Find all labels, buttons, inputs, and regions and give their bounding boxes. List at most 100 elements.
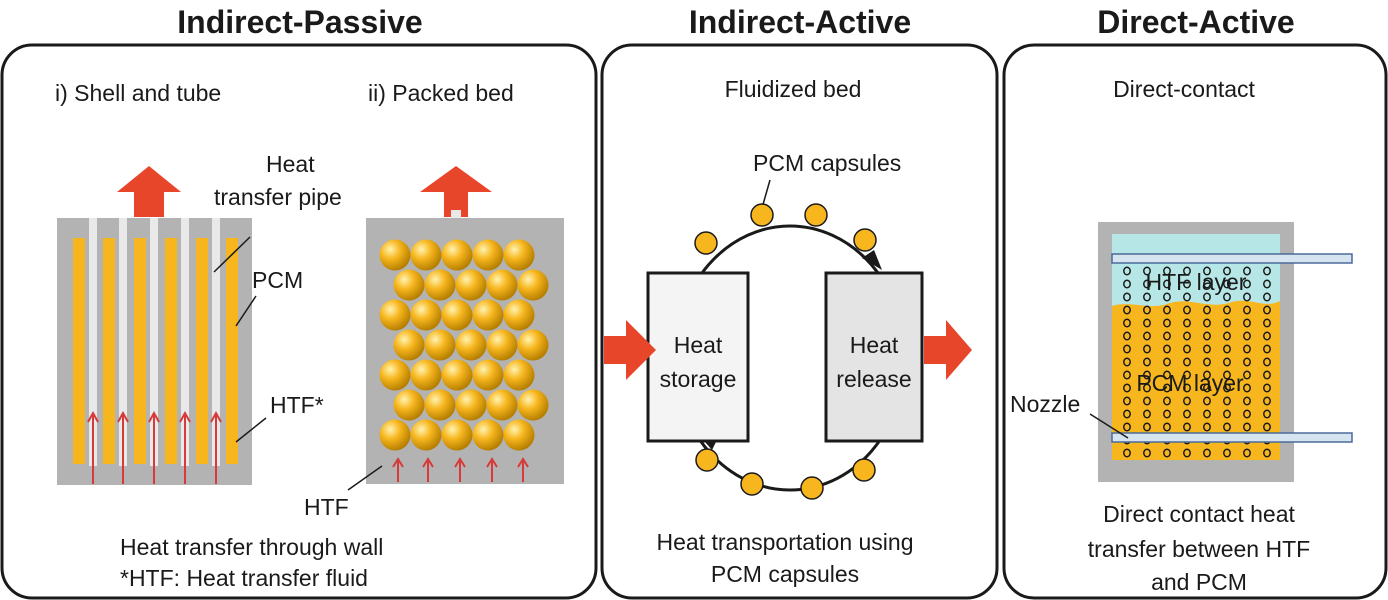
htf-droplet xyxy=(1263,292,1271,302)
pcm-sphere xyxy=(424,389,456,421)
htf-droplet xyxy=(1163,396,1171,406)
htf-droplet xyxy=(1183,357,1191,367)
label-transfer-pipe: transfer pipe xyxy=(214,184,342,210)
htf-droplet xyxy=(1243,396,1251,406)
label-pcm: PCM xyxy=(252,267,303,293)
htf-droplet xyxy=(1223,292,1231,302)
htf-droplet xyxy=(1163,279,1171,289)
htf-droplet xyxy=(1123,396,1131,406)
htf-droplet xyxy=(1123,292,1131,302)
label-htf-star: HTF* xyxy=(270,392,324,418)
pcm-sphere xyxy=(379,359,411,391)
label-htf: HTF xyxy=(304,494,349,520)
htf-droplet xyxy=(1123,422,1131,432)
heat-out-arrow-icon xyxy=(924,320,972,380)
htf-droplet xyxy=(1263,396,1271,406)
pcm-sphere xyxy=(472,299,504,331)
pcm-sphere xyxy=(486,269,518,301)
htf-droplet xyxy=(1203,357,1211,367)
htf-droplet xyxy=(1123,318,1131,328)
htf-droplet xyxy=(1203,279,1211,289)
direct-contact-vessel xyxy=(1089,222,1353,482)
subtitle-shell-and-tube: i) Shell and tube xyxy=(55,80,221,106)
htf-droplet xyxy=(1263,305,1271,315)
htf-droplet xyxy=(1263,266,1271,276)
label-heat-storage-1: Heat xyxy=(674,332,723,358)
pcm-sphere xyxy=(441,359,473,391)
htf-droplet xyxy=(1263,370,1271,380)
htf-droplet xyxy=(1223,422,1231,432)
pcm-sphere xyxy=(424,269,456,301)
htf-droplet xyxy=(1123,279,1131,289)
htf-droplet xyxy=(1263,279,1271,289)
htf-droplet xyxy=(1223,370,1231,380)
pcm-sphere xyxy=(517,389,549,421)
pcm-sphere xyxy=(455,269,487,301)
htf-droplet xyxy=(1243,266,1251,276)
heat-in-arrow-icon xyxy=(604,320,656,380)
htf-droplet xyxy=(1123,266,1131,276)
htf-droplet xyxy=(1123,448,1131,458)
htf-droplet xyxy=(1123,344,1131,354)
htf-droplet xyxy=(1183,396,1191,406)
title-indirect-passive: Indirect-Passive xyxy=(177,4,422,40)
pcm-bars xyxy=(73,238,238,464)
htf-droplet xyxy=(1143,279,1151,289)
caption-direct-contact-2: transfer between HTF xyxy=(1088,536,1310,562)
htf-droplet xyxy=(1203,396,1211,406)
htf-droplet xyxy=(1223,318,1231,328)
panel-indirect-active xyxy=(600,43,999,600)
htf-droplet xyxy=(1203,331,1211,341)
pcm-sphere xyxy=(517,329,549,361)
panel-direct-active xyxy=(1002,43,1388,600)
htf-droplet xyxy=(1143,448,1151,458)
pcm-sphere xyxy=(455,389,487,421)
htf-droplet xyxy=(1123,305,1131,315)
htf-droplet xyxy=(1163,266,1171,276)
htf-droplet xyxy=(1143,318,1151,328)
htf-droplet xyxy=(1123,370,1131,380)
htf-droplet xyxy=(1223,344,1231,354)
htf-droplet xyxy=(1243,409,1251,419)
htf-droplet xyxy=(1183,331,1191,341)
htf-droplet xyxy=(1263,318,1271,328)
label-pcm-capsules: PCM capsules xyxy=(753,150,901,176)
pcm-sphere xyxy=(410,239,442,271)
pcm-sphere xyxy=(441,419,473,451)
pcm-sphere xyxy=(410,359,442,391)
htf-droplet xyxy=(1243,422,1251,432)
htf-droplet xyxy=(1223,279,1231,289)
pcm-sphere xyxy=(393,389,425,421)
label-heat: Heat xyxy=(266,151,315,177)
htf-droplet xyxy=(1243,318,1251,328)
heat-storage-box xyxy=(646,271,750,443)
htf-droplet xyxy=(1163,331,1171,341)
htf-droplet xyxy=(1263,331,1271,341)
top-pipe xyxy=(1111,253,1353,264)
htf-droplet xyxy=(1223,357,1231,367)
pcm-sphere xyxy=(393,329,425,361)
pcm-sphere xyxy=(441,299,473,331)
htf-droplet xyxy=(1143,266,1151,276)
subtitle-packed-bed: ii) Packed bed xyxy=(368,80,514,106)
htf-droplet xyxy=(1203,370,1211,380)
htf-droplet xyxy=(1183,266,1191,276)
caption-heat-transfer-wall: Heat transfer through wall xyxy=(120,534,383,560)
pcm-layer-region xyxy=(1112,300,1280,460)
subtitle-direct-contact: Direct-contact xyxy=(1113,76,1255,102)
caption-htf-definition: *HTF: Heat transfer fluid xyxy=(120,565,368,591)
htf-droplet xyxy=(1143,357,1151,367)
htf-droplet xyxy=(1183,383,1191,393)
htf-droplet xyxy=(1263,383,1271,393)
htf-droplet xyxy=(1263,409,1271,419)
htf-droplet xyxy=(1223,409,1231,419)
htf-droplet xyxy=(1223,331,1231,341)
htf-droplet xyxy=(1183,292,1191,302)
htf-droplet xyxy=(1143,344,1151,354)
htf-droplet xyxy=(1123,383,1131,393)
pcm-sphere xyxy=(503,239,535,271)
htf-droplet xyxy=(1203,422,1211,432)
htf-droplet xyxy=(1203,383,1211,393)
htf-droplets xyxy=(1123,253,1271,458)
